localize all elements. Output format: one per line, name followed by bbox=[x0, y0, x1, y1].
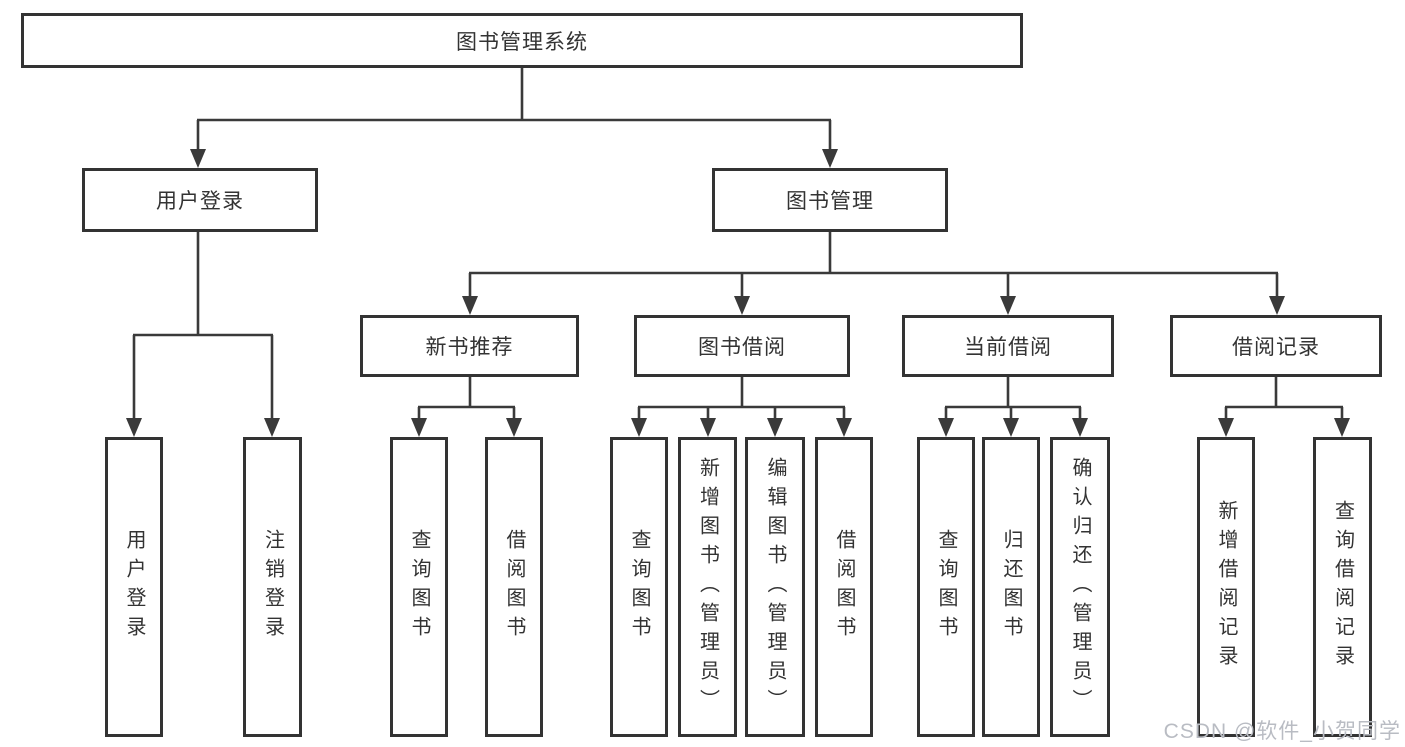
leaf-label: 确认归还（管理员） bbox=[1069, 456, 1091, 718]
leaf-label: 注销登录 bbox=[261, 529, 284, 645]
node-label: 图书借阅 bbox=[698, 336, 786, 359]
node-borrow-records: 借阅记录 bbox=[1170, 315, 1382, 377]
leaf-add-books-admin: 新增图书（管理员） bbox=[678, 437, 737, 737]
leaf-label: 查询图书 bbox=[628, 529, 650, 645]
leaf-label: 新增图书（管理员） bbox=[696, 456, 719, 718]
node-label: 用户登录 bbox=[156, 190, 244, 213]
node-label: 借阅记录 bbox=[1232, 336, 1320, 359]
leaf-confirm-return-admin: 确认归还（管理员） bbox=[1050, 437, 1110, 737]
node-book-management: 图书管理 bbox=[712, 168, 948, 232]
leaf-logout: 注销登录 bbox=[243, 437, 302, 737]
leaf-label: 查询图书 bbox=[408, 529, 430, 645]
node-book-borrowing: 图书借阅 bbox=[634, 315, 850, 377]
node-label: 图书管理系统 bbox=[456, 30, 588, 54]
node-user-login: 用户登录 bbox=[82, 168, 318, 232]
leaf-label: 新增借阅记录 bbox=[1215, 500, 1237, 674]
node-current-borrowing: 当前借阅 bbox=[902, 315, 1114, 377]
leaf-label: 编辑图书（管理员） bbox=[764, 456, 786, 718]
leaf-label: 查询借阅记录 bbox=[1331, 500, 1354, 674]
node-library-management-system: 图书管理系统 bbox=[21, 13, 1023, 68]
csdn-watermark: CSDN @软件_小贺同学 bbox=[1163, 720, 1401, 743]
leaf-query-books-current: 查询图书 bbox=[917, 437, 975, 737]
leaf-query-books-borrowing: 查询图书 bbox=[610, 437, 668, 737]
leaf-return-books: 归还图书 bbox=[982, 437, 1040, 737]
leaf-label: 用户登录 bbox=[123, 529, 145, 645]
leaf-user-login: 用户登录 bbox=[105, 437, 163, 737]
leaf-borrow-books: 借阅图书 bbox=[815, 437, 873, 737]
arrowhead-icons bbox=[126, 149, 1350, 437]
leaf-add-borrow-record: 新增借阅记录 bbox=[1197, 437, 1255, 737]
node-label: 当前借阅 bbox=[964, 336, 1052, 359]
leaf-label: 归还图书 bbox=[1000, 529, 1022, 645]
leaf-label: 借阅图书 bbox=[503, 529, 525, 645]
leaf-label: 借阅图书 bbox=[833, 529, 855, 645]
node-label: 图书管理 bbox=[786, 190, 874, 213]
node-label: 新书推荐 bbox=[425, 336, 514, 359]
node-new-book-recommend: 新书推荐 bbox=[360, 315, 579, 377]
leaf-query-books-recommend: 查询图书 bbox=[390, 437, 448, 737]
leaf-query-borrow-record: 查询借阅记录 bbox=[1313, 437, 1372, 737]
leaf-borrow-books-recommend: 借阅图书 bbox=[485, 437, 543, 737]
leaf-edit-books-admin: 编辑图书（管理员） bbox=[745, 437, 805, 737]
leaf-label: 查询图书 bbox=[935, 529, 957, 645]
